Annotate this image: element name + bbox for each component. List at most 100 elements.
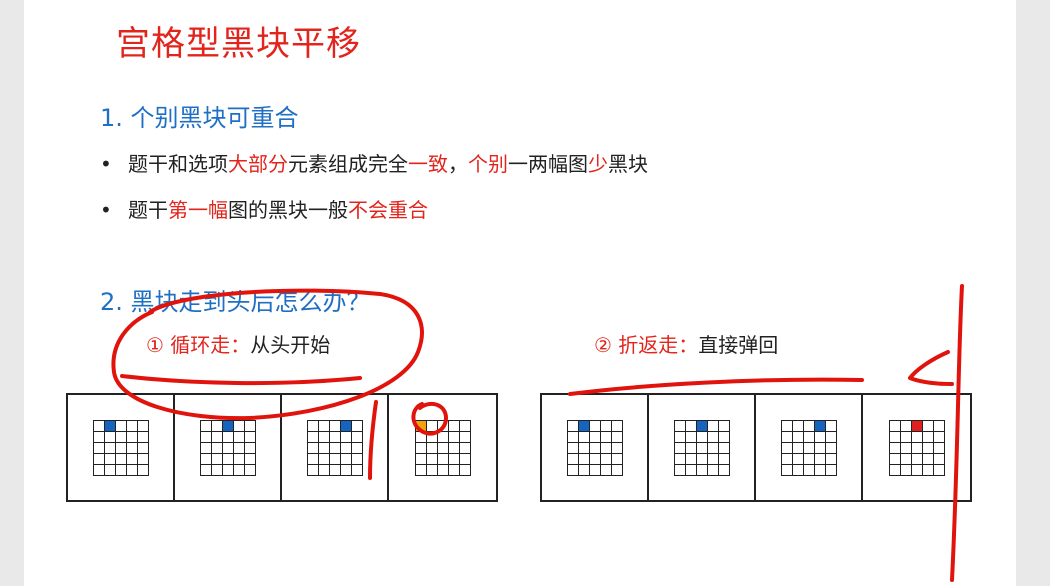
grid-cell: [244, 420, 256, 432]
bounce-grid-1: [566, 419, 623, 476]
grid-cell: [318, 453, 330, 465]
grid-cell: [307, 431, 319, 443]
grid-cell: [104, 431, 116, 443]
bullet-dot-icon: •: [100, 198, 112, 222]
grid-cell: [329, 431, 341, 443]
cyclic-label: ① 循环走：从头开始: [146, 329, 330, 358]
grid-cell: [674, 464, 686, 476]
bounce-panel-3: [756, 395, 863, 500]
grid-cell: [600, 453, 612, 465]
cyclic-grid-1: [92, 419, 149, 476]
bullet-dot-icon: •: [100, 152, 112, 176]
grid-cell: [233, 431, 245, 443]
grid-cell: [233, 453, 245, 465]
grid-cell: [115, 442, 127, 454]
grid-cell: [351, 431, 363, 443]
grid-cell: [318, 442, 330, 454]
cyclic-grid-4: [414, 419, 471, 476]
grid-cell: [814, 431, 826, 443]
grid-cell: [222, 442, 234, 454]
grid-cell: [781, 442, 793, 454]
black-block-cell: [104, 420, 116, 432]
grid-cell: [137, 420, 149, 432]
grid-cell: [825, 442, 837, 454]
grid-cell: [233, 442, 245, 454]
grid-cell: [329, 442, 341, 454]
grid-cell: [137, 464, 149, 476]
grid-cell: [911, 442, 923, 454]
grid-cell: [415, 431, 427, 443]
grid-cell: [825, 420, 837, 432]
grid-cell: [233, 464, 245, 476]
grid-cell: [459, 453, 471, 465]
grid-cell: [307, 442, 319, 454]
grid-cell: [696, 442, 708, 454]
grid-cell: [115, 420, 127, 432]
bullet-1-segment-8: 黑块: [608, 152, 648, 176]
grid-cell: [803, 442, 815, 454]
grid-cell: [126, 442, 138, 454]
grid-cell: [437, 420, 449, 432]
grid-cell: [222, 453, 234, 465]
bullet-1-segment-4: ，: [448, 152, 468, 176]
grid-cell: [426, 431, 438, 443]
grid-cell: [426, 420, 438, 432]
grid-cell: [696, 464, 708, 476]
grid-cell: [718, 442, 730, 454]
grid-cell: [211, 453, 223, 465]
grid-cell: [803, 420, 815, 432]
grid-cell: [318, 431, 330, 443]
grid-cell: [825, 431, 837, 443]
grid-cell: [115, 453, 127, 465]
grid-cell: [889, 431, 901, 443]
grid-cell: [307, 464, 319, 476]
grid-cell: [244, 442, 256, 454]
grid-cell: [200, 420, 212, 432]
grid-cell: [900, 453, 912, 465]
grid-cell: [244, 464, 256, 476]
grid-cell: [922, 420, 934, 432]
bullet-1-text: 题干和选项大部分元素组成完全一致，个别一两幅图少黑块: [128, 152, 648, 176]
grid-cell: [814, 464, 826, 476]
bounce-label-text: 直接弹回: [698, 333, 779, 357]
grid-cell: [115, 464, 127, 476]
bullet-1-segment-2: 元素组成完全: [288, 152, 408, 176]
black-block-cell: [696, 420, 708, 432]
grid-cell: [922, 431, 934, 443]
bounce-panel-2: [649, 395, 756, 500]
grid-cell: [578, 464, 590, 476]
grid-cell: [415, 453, 427, 465]
grid-cell: [318, 464, 330, 476]
grid-cell: [600, 442, 612, 454]
grid-cell: [126, 420, 138, 432]
grid-cell: [718, 431, 730, 443]
bounce-panel-1: [542, 395, 649, 500]
grid-cell: [351, 464, 363, 476]
grid-cell: [933, 464, 945, 476]
grid-cell: [600, 464, 612, 476]
grid-cell: [803, 464, 815, 476]
black-block-cell: [578, 420, 590, 432]
section-1-heading: 1. 个别黑块可重合: [100, 104, 299, 132]
grid-cell: [415, 442, 427, 454]
grid-cell: [900, 442, 912, 454]
cyclic-label-prefix: ① 循环走：: [146, 333, 251, 357]
grid-cell: [922, 464, 934, 476]
grid-cell: [93, 464, 105, 476]
grid-cell: [567, 431, 579, 443]
grid-cell: [459, 464, 471, 476]
grid-cell: [911, 431, 923, 443]
grid-cell: [781, 453, 793, 465]
grid-cell: [889, 442, 901, 454]
grid-cell: [696, 431, 708, 443]
grid-cell: [340, 431, 352, 443]
grid-cell: [600, 420, 612, 432]
bounce-grid-2: [673, 419, 730, 476]
bullet-1-segment-3: 一致: [408, 152, 448, 176]
grid-cell: [611, 464, 623, 476]
grid-cell: [340, 453, 352, 465]
cyclic-panel-3: [282, 395, 389, 500]
grid-cell: [911, 464, 923, 476]
cyclic-label-text: 从头开始: [250, 333, 331, 357]
grid-cell: [781, 420, 793, 432]
